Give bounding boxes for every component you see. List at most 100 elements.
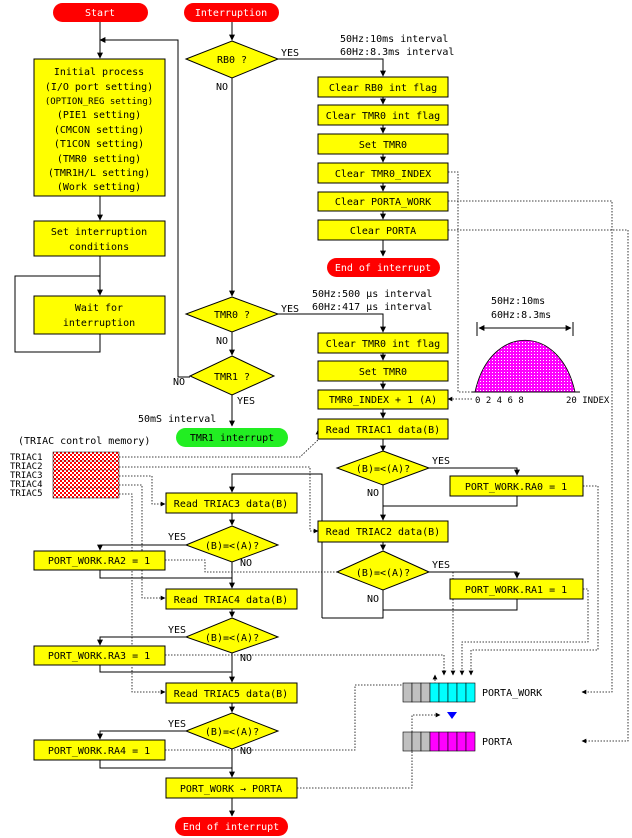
porta-register: PORTA: [402, 731, 512, 752]
step-clear-tmr0-flag: Clear TMR0 int flag: [326, 111, 440, 122]
interval-text: 50Hz:10ms interval: [340, 34, 448, 45]
no-label: NO: [240, 746, 252, 757]
index-end-label: 20 INDEX: [566, 396, 610, 406]
end-of-interrupt-terminal-top: End of interrupt: [327, 258, 440, 277]
step-read-triac4: Read TRIAC4 data(B): [174, 595, 288, 606]
triac-label: TRIAC5: [10, 489, 43, 499]
compare-decision-1: (B)=<(A)?: [335, 450, 431, 486]
porta-work-register: PORTA_WORK: [402, 682, 542, 703]
step-clear-porta-work: Clear PORTA_WORK: [335, 197, 431, 208]
waveform-shape: [474, 340, 576, 393]
step-clear-tmr0-index: Clear TMR0_INDEX: [335, 169, 431, 180]
initial-process-box: Initial process (I/O port setting) (OPTI…: [33, 58, 166, 197]
wait-line: Wait for: [75, 303, 123, 314]
compare-decision-4: (B)=<(A)?: [184, 617, 280, 654]
compare-label: (B)=<(A)?: [356, 568, 410, 579]
tmr0-steps: Clear TMR0 int flag Set TMR0 TMR0_INDEX …: [317, 332, 584, 600]
step-read-triac2: Read TRIAC2 data(B): [326, 527, 440, 538]
triac-memory-title: (TRIAC control memory): [18, 436, 150, 447]
init-line: (CMCON setting): [54, 125, 144, 136]
tmr0-decision: TMR0 ?: [184, 296, 280, 333]
interval-text: 50Hz:500 μs interval: [312, 289, 432, 300]
compare-label: (B)=<(A)?: [205, 727, 259, 738]
wave-60hz-label: 60Hz:8.3ms: [491, 310, 551, 321]
init-line: (I/O port setting): [45, 82, 153, 93]
end-label-bottom: End of interrupt: [183, 822, 279, 833]
init-line: Initial process: [54, 67, 144, 78]
porta-label: PORTA: [482, 737, 512, 748]
half-wave-diagram: 50Hz:10ms 60Hz:8.3ms 0 2 4 6 8 20 INDEX: [472, 296, 610, 406]
triac-label: TRIAC2: [10, 462, 43, 472]
compare-label: (B)=<(A)?: [205, 633, 259, 644]
init-line: (TMR1H/L setting): [48, 168, 150, 179]
step-port-work-to-porta: PORT_WORK → PORTA: [180, 784, 282, 795]
compare-label: (B)=<(A)?: [356, 464, 410, 475]
no-label: NO: [216, 336, 228, 347]
yes-label: YES: [281, 48, 299, 59]
init-line: (T1CON setting): [54, 139, 144, 150]
compare-decision-3: (B)=<(A)?: [184, 525, 280, 563]
step-increment-index: TMR0_INDEX + 1 (A): [329, 395, 437, 406]
rb0-label: RB0 ?: [217, 55, 247, 66]
step-read-triac3: Read TRIAC3 data(B): [174, 499, 288, 510]
init-line: (OPTION_REG setting): [45, 97, 153, 107]
no-label: NO: [367, 594, 379, 605]
yes-label: YES: [237, 396, 255, 407]
step-clear-rb0-flag: Clear RB0 int flag: [329, 83, 437, 94]
wait-box: Wait for interruption: [33, 295, 166, 335]
compare-decision-5: (B)=<(A)?: [184, 712, 280, 750]
interval-text: 50mS interval: [138, 414, 216, 425]
step-set-ra3: PORT_WORK.RA3 = 1: [48, 651, 150, 662]
set-int-line: Set interruption: [51, 227, 147, 238]
yes-label: YES: [168, 625, 186, 636]
rb0-steps: Clear RB0 int flag Clear TMR0 int flag S…: [317, 76, 449, 241]
rb0-decision: RB0 ?: [184, 40, 280, 79]
triac-label: TRIAC1: [10, 453, 43, 463]
start-terminal: Start: [53, 3, 148, 22]
tmr1-interrupt-label: TMR1 interrupt: [190, 433, 274, 444]
step-clear-porta: Clear PORTA: [350, 226, 416, 237]
set-interruption-box: Set interruption conditions: [33, 220, 166, 257]
tmr1-decision: TMR1 ?: [188, 355, 276, 396]
step-set-tmr0: Set TMR0: [359, 140, 407, 151]
tmr1-label: TMR1 ?: [214, 372, 250, 383]
interval-text: 60Hz:8.3ms interval: [340, 47, 454, 58]
start-label: Start: [85, 8, 115, 19]
tmr1-interrupt-terminal: TMR1 interrupt: [176, 428, 288, 447]
wave-50hz-label: 50Hz:10ms: [491, 296, 545, 307]
step-set-ra0: PORT_WORK.RA0 = 1: [465, 482, 567, 493]
no-label: NO: [240, 653, 252, 664]
interval-annotations: 50Hz:10ms interval 60Hz:8.3ms interval 5…: [138, 34, 454, 425]
no-label: NO: [216, 82, 228, 93]
branch-labels: YES NO YES NO NO YES YES NO YES NO YES N…: [168, 48, 450, 757]
interruption-label: Interruption: [195, 8, 267, 19]
step-set-ra2: PORT_WORK.RA2 = 1: [48, 556, 150, 567]
index-ticks: 0 2 4 6 8: [475, 396, 524, 406]
interval-text: 60Hz:417 μs interval: [312, 302, 432, 313]
tmr0-label: TMR0 ?: [214, 310, 250, 321]
data-flow-lines: [119, 171, 629, 789]
transfer-arrow-icon: [447, 712, 457, 719]
yes-label: YES: [281, 304, 299, 315]
connector-lines: [14, 22, 520, 817]
interruption-terminal: Interruption: [184, 3, 279, 22]
yes-label: YES: [432, 456, 450, 467]
yes-label: YES: [432, 560, 450, 571]
triac-label: TRIAC3: [10, 471, 43, 481]
step-set-tmr0: Set TMR0: [359, 367, 407, 378]
no-label: NO: [367, 488, 379, 499]
step-set-ra1: PORT_WORK.RA1 = 1: [465, 585, 567, 596]
triac-memory: (TRIAC control memory) TRIAC1 TRIAC2 TRI…: [10, 436, 150, 499]
triac-label: TRIAC4: [10, 480, 43, 490]
step-clear-tmr0-flag: Clear TMR0 int flag: [326, 339, 440, 350]
compare-decision-2: (B)=<(A)?: [335, 550, 431, 591]
set-int-line: conditions: [69, 242, 129, 253]
init-line: (Work setting): [57, 182, 141, 193]
yes-label: YES: [168, 719, 186, 730]
compare-label: (B)=<(A)?: [205, 541, 259, 552]
wait-line: interruption: [63, 318, 135, 329]
yes-label: YES: [168, 532, 186, 543]
init-line: (PIE1 setting): [57, 110, 141, 121]
end-label-top: End of interrupt: [335, 263, 431, 274]
no-label: NO: [173, 377, 185, 388]
